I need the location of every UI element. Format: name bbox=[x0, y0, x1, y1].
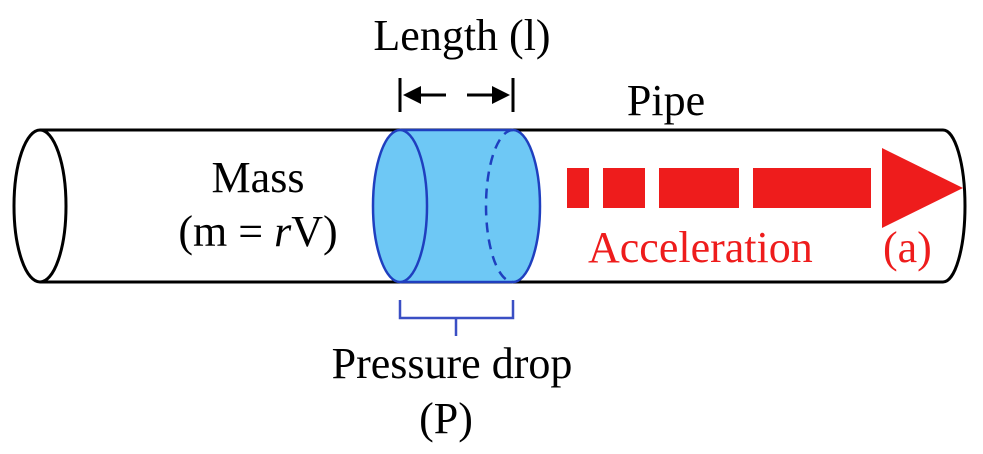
mass-formula-suffix: V) bbox=[291, 207, 337, 256]
fluid-slug bbox=[371, 128, 542, 284]
mass-label-line2: (m = rV) bbox=[178, 207, 337, 256]
slug-back-face-fill bbox=[486, 130, 540, 282]
slug-front-face bbox=[371, 128, 429, 284]
accel-dash-3 bbox=[659, 168, 739, 208]
pipe-left-opening bbox=[12, 128, 68, 284]
mass-formula-prefix: (m = bbox=[178, 207, 274, 256]
length-arrow-left-head bbox=[403, 86, 421, 104]
accel-arrowhead bbox=[882, 148, 963, 228]
pressure-bracket bbox=[398, 300, 515, 336]
accel-dash-1 bbox=[567, 168, 589, 208]
pressure-label-line1: Pressure drop bbox=[332, 339, 573, 388]
accel-dash-4 bbox=[753, 168, 871, 208]
accel-dash-2 bbox=[603, 168, 645, 208]
pressure-label-line2: (P) bbox=[419, 394, 473, 443]
length-label: Length (l) bbox=[373, 11, 550, 60]
acceleration-symbol: (a) bbox=[883, 223, 932, 272]
length-dimension bbox=[398, 78, 515, 112]
mass-label-line1: Mass bbox=[212, 153, 305, 202]
slug-back-face-hidden-edge bbox=[484, 128, 514, 284]
slug-back-face-visible-edge bbox=[512, 128, 542, 284]
acceleration-arrow bbox=[567, 148, 963, 228]
acceleration-label: Acceleration bbox=[588, 223, 813, 272]
mass-formula-rho: r bbox=[274, 207, 292, 256]
pipe-label: Pipe bbox=[627, 76, 705, 125]
length-arrow-right-head bbox=[492, 86, 510, 104]
